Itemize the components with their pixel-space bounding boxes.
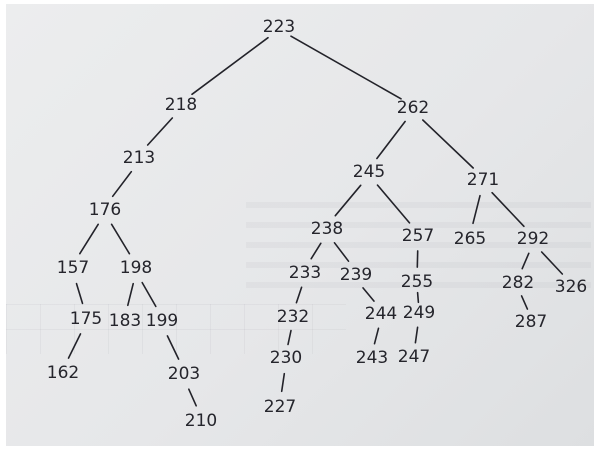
tree-node-176: 176 xyxy=(89,200,121,220)
tree-edges xyxy=(67,35,564,407)
edge-262-271 xyxy=(421,119,475,169)
edge-203-210 xyxy=(188,388,197,407)
tree-node-245: 245 xyxy=(353,162,385,182)
tree-node-262: 262 xyxy=(397,98,429,118)
tree-node-157: 157 xyxy=(57,258,89,278)
faint-text-bleed xyxy=(246,202,591,297)
tree-node-255: 255 xyxy=(401,272,433,292)
edge-176-198 xyxy=(110,223,131,255)
edge-230-227 xyxy=(280,372,286,393)
edge-157-175 xyxy=(75,282,84,305)
edge-282-287 xyxy=(520,295,529,310)
tree-node-239: 239 xyxy=(340,265,372,285)
edge-232-230 xyxy=(287,329,292,346)
edge-223-262 xyxy=(290,35,402,100)
tree-node-175: 175 xyxy=(70,309,102,329)
edge-218-213 xyxy=(146,117,174,146)
edge-271-265 xyxy=(472,194,481,225)
tree-node-244: 244 xyxy=(365,304,397,324)
edge-245-238 xyxy=(334,184,362,217)
edge-271-292 xyxy=(491,191,525,228)
tree-node-218: 218 xyxy=(165,95,197,115)
edge-198-183 xyxy=(127,282,134,307)
edge-213-176 xyxy=(111,170,133,198)
tree-node-233: 233 xyxy=(289,263,321,283)
edge-239-244 xyxy=(362,287,375,302)
edge-262-245 xyxy=(376,120,406,160)
edge-244-243 xyxy=(373,327,380,345)
tree-node-238: 238 xyxy=(311,219,343,239)
edge-249-247 xyxy=(414,326,419,344)
tree-node-265: 265 xyxy=(454,229,486,249)
edge-238-239 xyxy=(333,242,350,263)
tree-node-232: 232 xyxy=(277,307,309,327)
tree-node-213: 213 xyxy=(123,148,155,168)
edge-176-157 xyxy=(79,223,99,255)
edge-245-257 xyxy=(376,184,411,224)
tree-node-243: 243 xyxy=(356,348,388,368)
edge-255-249 xyxy=(416,291,420,304)
tree-node-227: 227 xyxy=(264,397,296,417)
edge-238-233 xyxy=(310,242,322,260)
tree-node-162: 162 xyxy=(47,363,79,383)
tree-node-282: 282 xyxy=(502,273,534,293)
tree-node-326: 326 xyxy=(555,277,587,297)
tree-node-271: 271 xyxy=(467,170,499,190)
tree-node-183: 183 xyxy=(109,311,141,331)
tree-node-230: 230 xyxy=(270,348,302,368)
edge-292-282 xyxy=(521,252,530,270)
tree-node-257: 257 xyxy=(402,226,434,246)
tree-node-203: 203 xyxy=(168,364,200,384)
tree-node-287: 287 xyxy=(515,312,547,332)
tree-node-247: 247 xyxy=(398,347,430,367)
tree-node-249: 249 xyxy=(403,303,435,323)
tree-node-292: 292 xyxy=(517,229,549,249)
tree-node-198: 198 xyxy=(120,258,152,278)
edge-199-203 xyxy=(166,335,180,360)
edge-292-326 xyxy=(540,251,564,275)
edge-198-199 xyxy=(141,281,157,308)
tree-node-223: 223 xyxy=(263,17,295,37)
paper-sheet xyxy=(6,4,594,446)
edge-233-232 xyxy=(295,286,303,304)
faint-grid-bleed xyxy=(6,304,346,354)
tree-node-199: 199 xyxy=(146,311,178,331)
edge-175-162 xyxy=(67,333,82,359)
edge-223-218 xyxy=(191,36,269,96)
tree-node-210: 210 xyxy=(185,411,217,431)
